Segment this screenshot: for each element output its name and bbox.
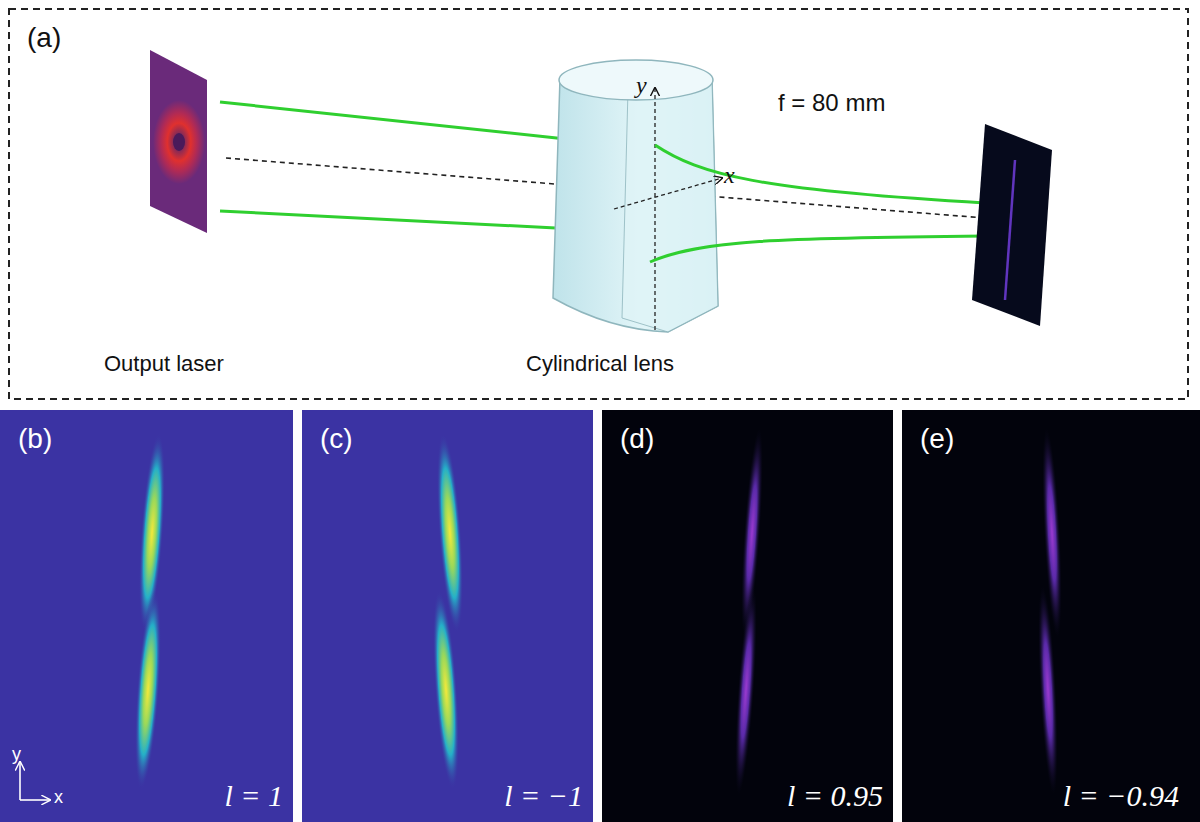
panel-ground: [0, 410, 293, 822]
intensity-lobe: [731, 585, 762, 796]
focal-length: f = 80 mm: [778, 90, 885, 116]
panel-letter: (b): [18, 424, 52, 455]
part-name: Cylindrical lens: [526, 352, 674, 376]
beam-ray: [220, 211, 575, 229]
axis-label: y: [636, 72, 647, 98]
part-name: Output laser: [104, 352, 224, 376]
beam-ray: [650, 236, 985, 262]
panel-c: (c) l = −1: [302, 410, 593, 822]
lens-flat-face: [622, 78, 718, 332]
axis-label: y: [12, 745, 21, 765]
mode-order: l = 1: [224, 779, 283, 812]
beam-core: [173, 133, 185, 151]
panel-ground: [902, 410, 1200, 822]
panel-ground: [602, 410, 893, 822]
axis-arrow: [20, 799, 50, 801]
beam-ray: [655, 145, 985, 203]
intensity-lobe: [130, 589, 166, 790]
panel-letter: (c): [320, 424, 353, 455]
cylindrical-lens: [553, 78, 718, 332]
panel-b: (b) y x l = 1: [0, 410, 293, 822]
x-axis: [614, 178, 722, 209]
panel-e: (e) l = −0.94: [902, 410, 1193, 822]
intensity-lobe: [1035, 585, 1062, 796]
donut-beam: [153, 100, 205, 184]
panel-a: (a): [9, 9, 1188, 399]
hg-pattern: [1005, 160, 1015, 300]
intensity-lobe: [428, 589, 464, 790]
panel-letter: (a): [27, 23, 61, 54]
panel-ground: [302, 410, 593, 822]
axis-arrow: [19, 762, 21, 800]
panel-frame: [9, 9, 1188, 399]
mode-order: l = −0.94: [1063, 779, 1179, 812]
axis-label: x: [724, 162, 735, 188]
y-axis: [654, 88, 655, 330]
panel-d: (d) l = 0.95: [602, 410, 893, 822]
axis-label: x: [54, 788, 63, 808]
mode-order: l = −1: [504, 779, 583, 812]
beam-ray: [220, 102, 575, 140]
beam-screen: [150, 50, 207, 233]
panel-letter: (d): [620, 424, 654, 455]
panel-letter: (e): [920, 424, 954, 455]
lens-top: [559, 60, 713, 100]
camera-screen: [972, 124, 1052, 326]
mode-order: l = 0.95: [787, 779, 883, 812]
